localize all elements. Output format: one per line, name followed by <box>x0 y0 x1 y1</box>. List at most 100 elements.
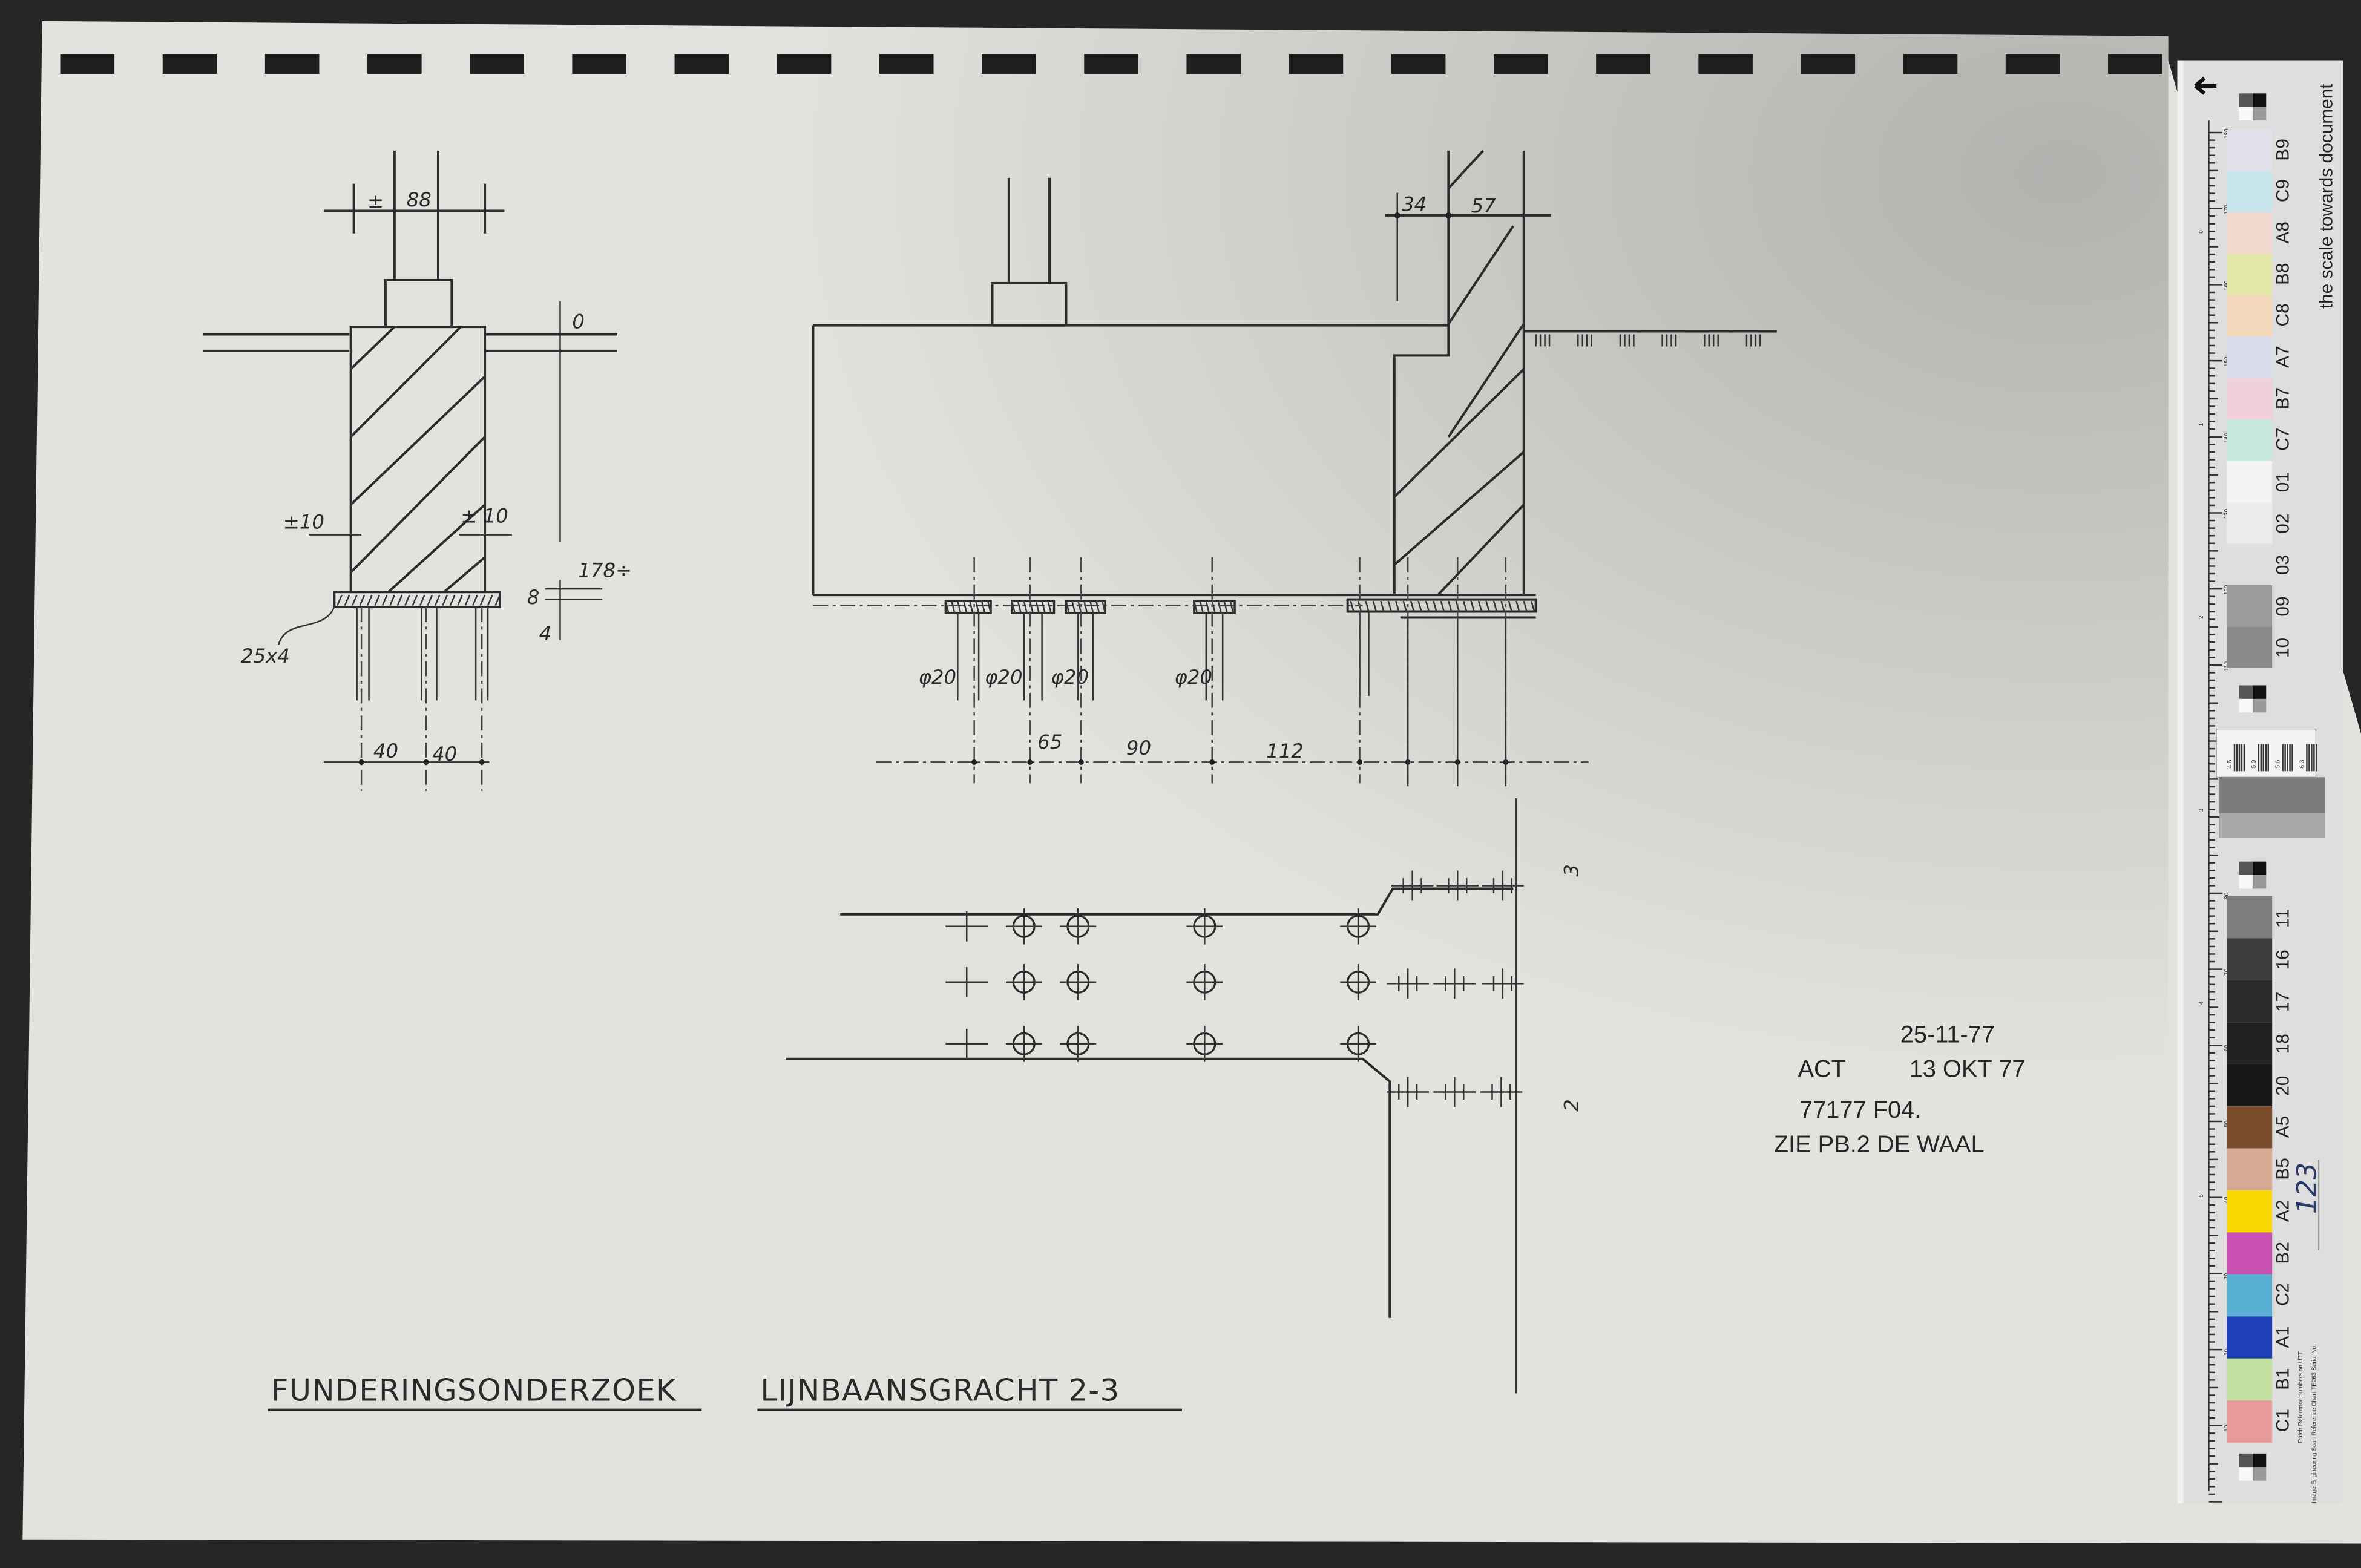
hatch-line <box>350 375 486 506</box>
hatch-tick <box>1380 600 1385 612</box>
patch-label: 20 <box>2273 1076 2293 1096</box>
ruler-label: 110 <box>2224 661 2230 671</box>
color-patch-c2 <box>2227 1274 2273 1317</box>
patch-label: 10 <box>2273 638 2293 658</box>
hatch-tick <box>1433 600 1437 612</box>
perforation-dash <box>572 54 626 74</box>
resolution-label: 5.0 <box>2251 759 2258 768</box>
stamp-block: 25-11-77 ACT 13 OKT 77 77177 F04. ZIE PB… <box>1774 1021 2026 1158</box>
hatch-tick <box>1065 600 1070 614</box>
patch-label: 17 <box>2273 992 2293 1012</box>
gray-checker <box>2252 861 2267 876</box>
hatch-line <box>443 556 486 593</box>
perforation-dash <box>674 54 729 74</box>
hatch-tick <box>1029 600 1034 614</box>
gray-checker <box>2239 1467 2253 1481</box>
wall-hatch <box>1447 323 1525 438</box>
color-patch-b8 <box>2227 254 2273 295</box>
ruler-inch-label: 0 <box>2198 230 2205 234</box>
ruler-label: 70 <box>2224 968 2230 976</box>
stamp-reference: ZIE PB.2 DE WAAL <box>1774 1131 1985 1158</box>
hatch-tick <box>1217 600 1222 614</box>
color-patch-02 <box>2227 502 2273 544</box>
hatch-tick <box>1395 600 1400 612</box>
ruler-label: 40 <box>2224 1196 2230 1204</box>
hatch-line <box>350 326 396 370</box>
gray-checker <box>2252 107 2267 121</box>
color-patch-11 <box>2227 896 2273 939</box>
hatch-tick <box>1402 600 1407 612</box>
patch-label: A2 <box>2273 1200 2293 1222</box>
dim-dot <box>1209 759 1215 765</box>
gray-checker <box>2239 875 2253 889</box>
color-reference-chart: 1801701601501401301201101009080706050403… <box>2177 60 2343 1503</box>
perforation-dash <box>470 54 524 74</box>
perforation-dash <box>2108 54 2162 74</box>
hatch-tick <box>494 594 501 606</box>
color-patch-b1 <box>2227 1358 2273 1401</box>
hatch-tick <box>1508 600 1513 612</box>
color-patch-a1 <box>2227 1316 2273 1359</box>
dim-4: 4 <box>539 622 552 645</box>
dim-dot <box>479 759 485 765</box>
hatch-tick <box>396 594 403 606</box>
dim-88: 88 <box>407 188 432 211</box>
hatch-tick <box>1470 600 1475 612</box>
hatch-tick <box>1077 600 1082 614</box>
pile-cap <box>944 600 992 614</box>
spacing-65: 65 <box>1037 730 1062 753</box>
perforation-dash <box>982 54 1036 74</box>
pile-diameter: φ20 <box>1175 666 1212 689</box>
dim-57: 57 <box>1471 194 1497 217</box>
axis-3: 3 <box>1560 864 1583 877</box>
patch-label: 02 <box>2273 513 2293 533</box>
dim-dot <box>358 759 364 765</box>
stamp-date-2: 13 OKT 77 <box>1909 1056 2026 1083</box>
hatch-tick <box>957 600 962 614</box>
color-patch-20 <box>2227 1064 2273 1107</box>
hatch-tick <box>434 594 441 606</box>
ruler-label: 50 <box>2224 1120 2230 1127</box>
beam-label: 25x4 <box>241 645 290 668</box>
ruler-label: 130 <box>2224 508 2230 519</box>
hatch-tick <box>1387 600 1392 612</box>
perforation-dash <box>1084 54 1138 74</box>
ruler-inch-label: 5 <box>2198 1194 2205 1198</box>
gray-checker <box>2239 107 2253 121</box>
patch-label: 09 <box>2273 596 2293 616</box>
patch-label: 16 <box>2273 950 2293 969</box>
perforation-strip <box>60 54 2162 74</box>
patch-label: 18 <box>2273 1034 2293 1054</box>
hatch-tick <box>487 594 493 606</box>
dim-dot <box>1078 759 1084 765</box>
hatch-tick <box>1083 600 1088 614</box>
wall-hatch <box>1437 504 1525 596</box>
hatch-tick <box>1205 600 1210 614</box>
hatch-tick <box>1350 600 1355 612</box>
spacing-112: 112 <box>1266 740 1304 763</box>
wall-hatch <box>1447 225 1514 325</box>
dim-34: 34 <box>1402 192 1427 215</box>
hatch-tick <box>974 600 980 614</box>
ruler-label: 120 <box>2224 585 2230 595</box>
hatch-tick <box>404 594 410 606</box>
hatch-tick <box>1023 600 1028 614</box>
color-patch-c7 <box>2227 419 2273 461</box>
color-patch-c1 <box>2227 1400 2273 1443</box>
patch-label: A8 <box>2273 221 2293 244</box>
patch-label: 03 <box>2273 555 2293 575</box>
hatch-tick <box>968 600 974 614</box>
dim-dot <box>971 759 977 765</box>
arrow-left-icon <box>2194 77 2217 95</box>
gray-checker <box>2252 93 2267 107</box>
spacing-90: 90 <box>1126 736 1151 759</box>
hatch-line <box>350 326 462 438</box>
title-address: LIJNBAANSGRACHT 2-3 <box>760 1373 1120 1408</box>
patch-label: B9 <box>2273 139 2293 161</box>
wall-hatch <box>1393 451 1525 566</box>
color-patch-a5 <box>2227 1106 2273 1149</box>
hatch-tick <box>1523 600 1528 612</box>
hatch-tick <box>1211 600 1216 614</box>
ruler-label: 170 <box>2224 205 2230 215</box>
